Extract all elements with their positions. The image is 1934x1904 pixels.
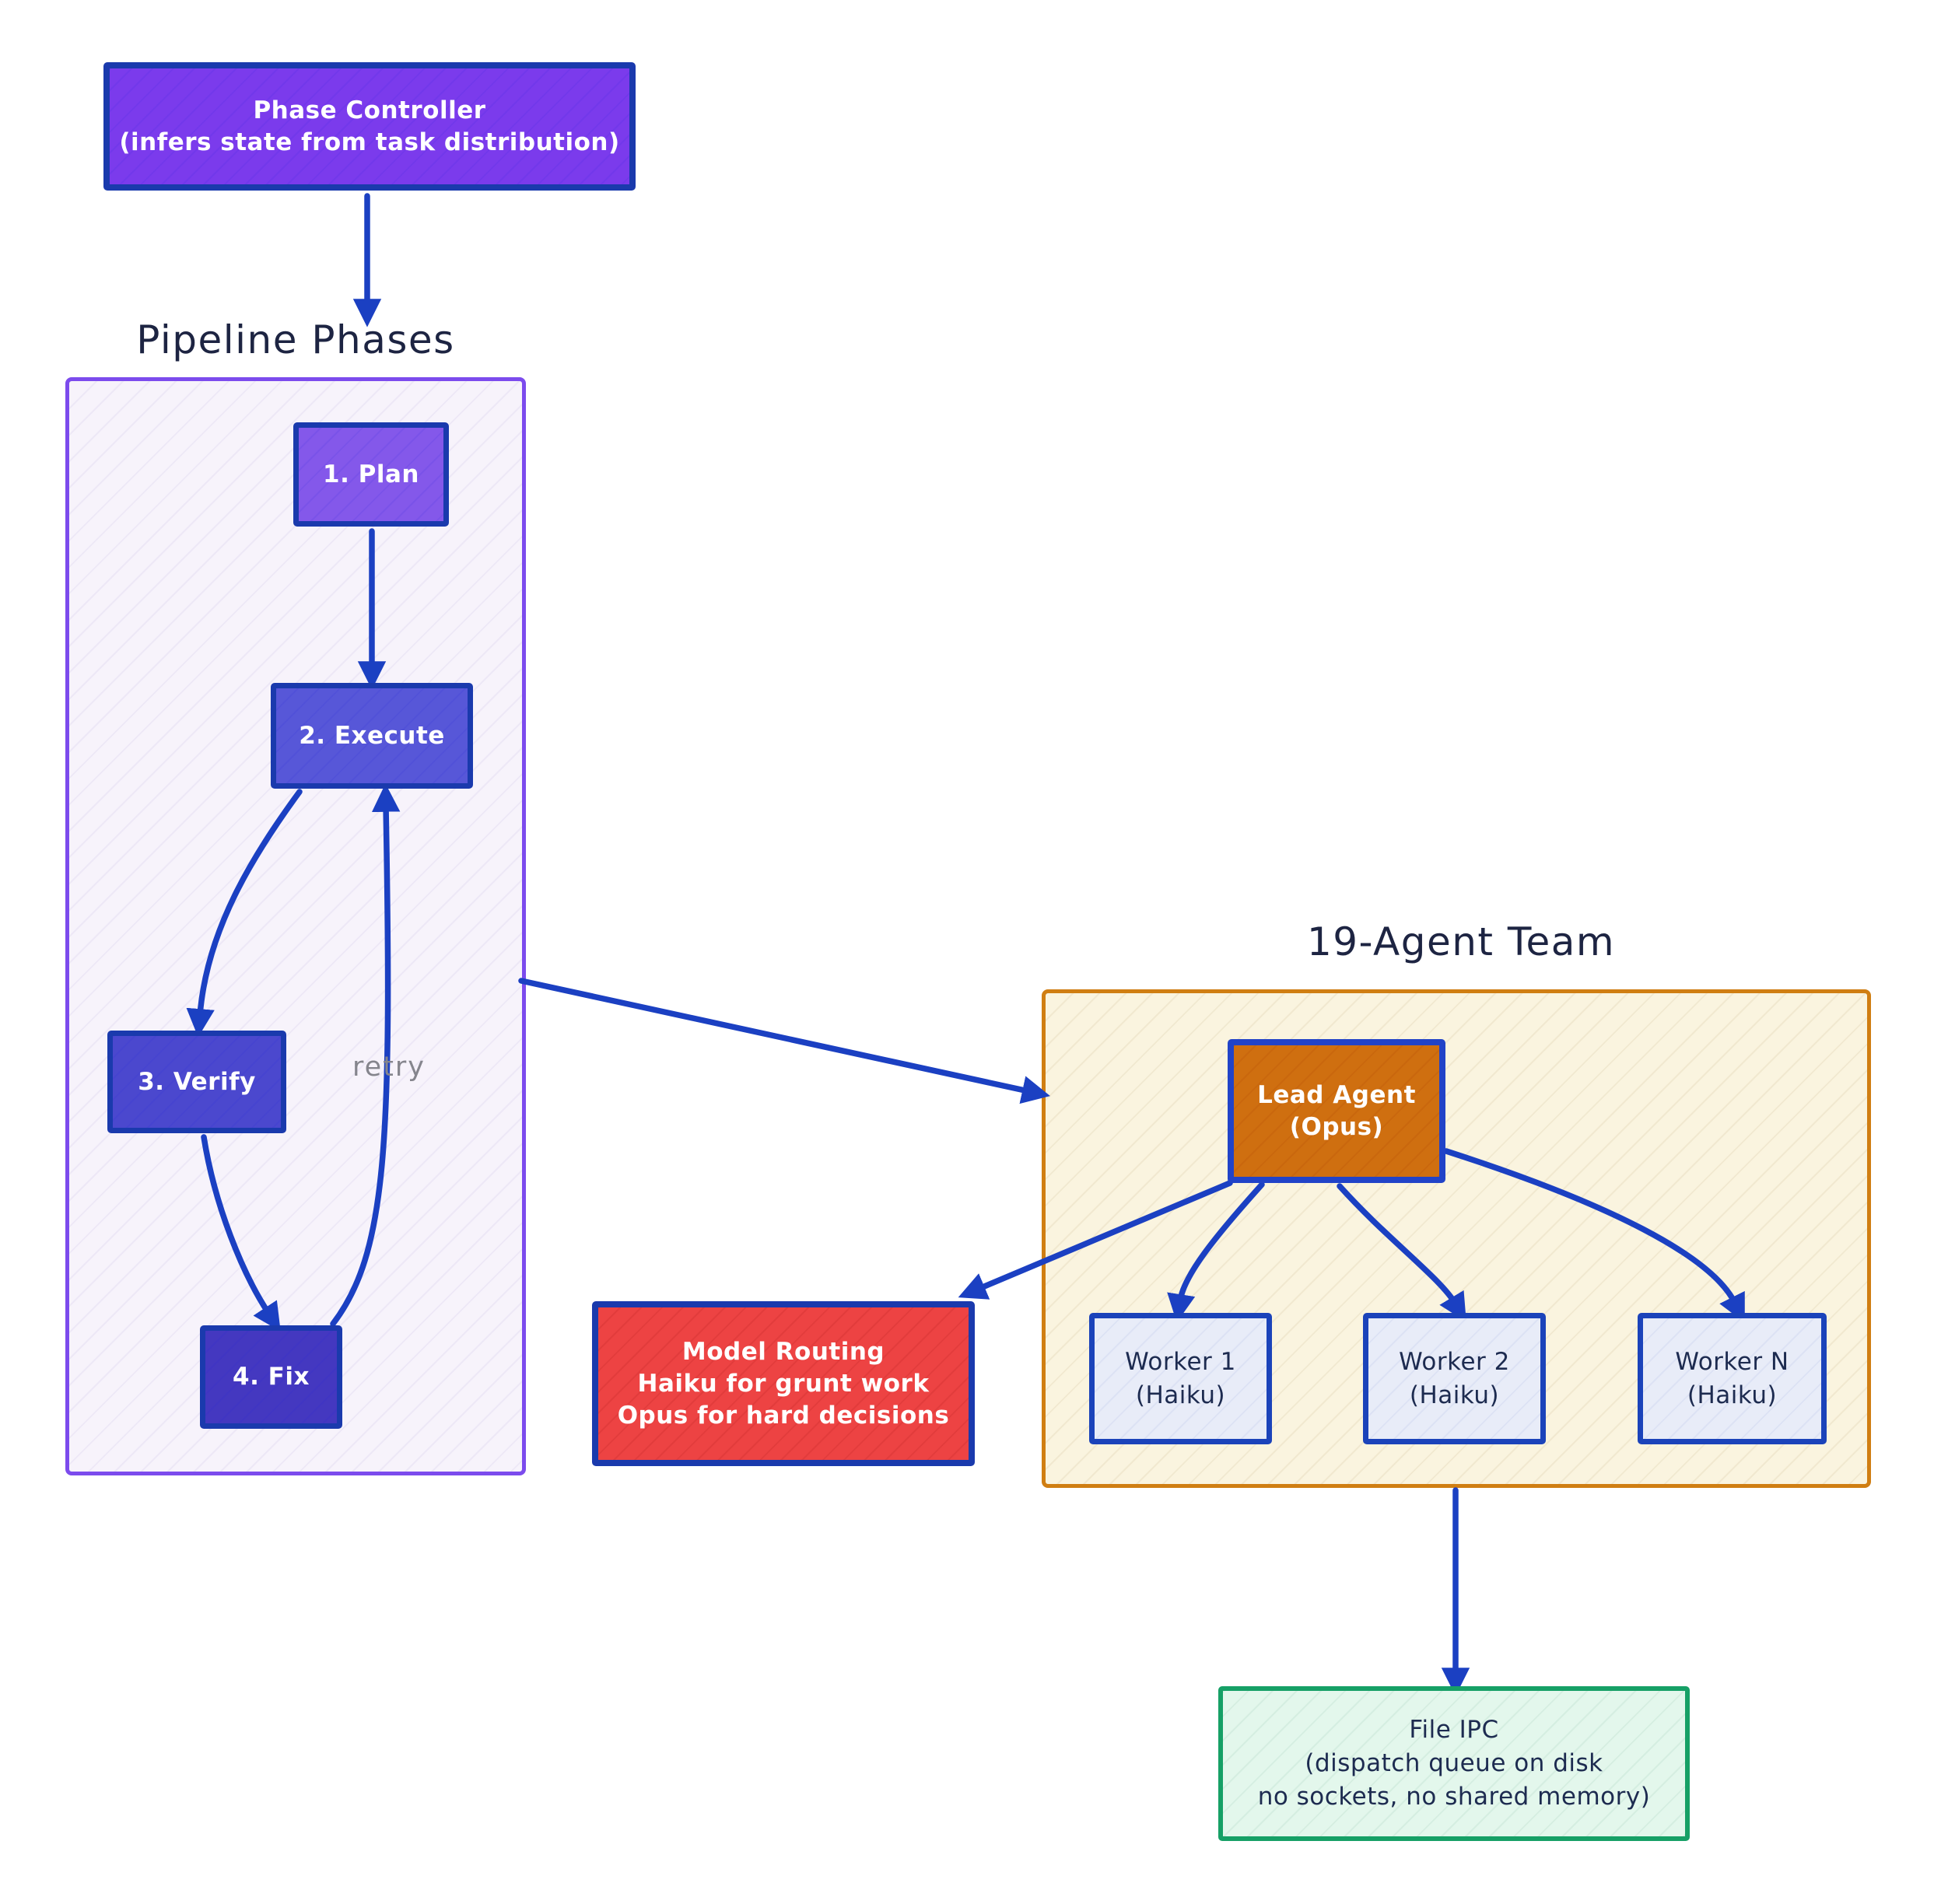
step-fix-node: 4. Fix <box>200 1325 342 1429</box>
worker-n-name: Worker N <box>1675 1347 1789 1376</box>
agent-team-title: 19-Agent Team <box>1306 919 1616 964</box>
worker-n-model: (Haiku) <box>1687 1381 1778 1409</box>
arrow-pipeline-to-team <box>518 978 1050 1104</box>
pipeline-phases-title: Pipeline Phases <box>136 317 455 362</box>
worker-n-node: Worker N (Haiku) <box>1638 1313 1827 1444</box>
worker-1-name: Worker 1 <box>1125 1347 1236 1376</box>
worker-1-node: Worker 1 (Haiku) <box>1089 1313 1272 1444</box>
worker-2-node: Worker 2 (Haiku) <box>1363 1313 1546 1444</box>
worker-2-model: (Haiku) <box>1409 1381 1500 1409</box>
model-routing-line2: Haiku for grunt work <box>637 1369 930 1398</box>
step-fix-label: 4. Fix <box>233 1363 310 1391</box>
file-ipc-line1: File IPC <box>1409 1716 1499 1744</box>
file-ipc-node: File IPC (dispatch queue on disk no sock… <box>1218 1686 1690 1841</box>
file-ipc-line2: (dispatch queue on disk <box>1305 1749 1603 1777</box>
step-plan-node: 1. Plan <box>293 422 449 527</box>
step-plan-label: 1. Plan <box>323 460 419 488</box>
lead-agent-node: Lead Agent (Opus) <box>1228 1039 1445 1183</box>
retry-edge-label: retry <box>352 1052 426 1083</box>
model-routing-node: Model Routing Haiku for grunt work Opus … <box>592 1301 975 1466</box>
file-ipc-line3: no sockets, no shared memory) <box>1257 1783 1651 1811</box>
phase-controller-title: Phase Controller <box>253 96 486 124</box>
phase-controller-subtitle: (infers state from task distribution) <box>119 128 620 156</box>
model-routing-line1: Model Routing <box>681 1337 885 1366</box>
model-routing-line3: Opus for hard decisions <box>617 1401 950 1430</box>
pipeline-phases-container <box>65 377 526 1475</box>
phase-controller-node: Phase Controller (infers state from task… <box>103 62 636 191</box>
lead-agent-model: (Opus) <box>1289 1112 1384 1141</box>
step-execute-node: 2. Execute <box>271 683 473 789</box>
step-verify-node: 3. Verify <box>107 1031 286 1133</box>
step-execute-label: 2. Execute <box>299 721 445 750</box>
worker-2-name: Worker 2 <box>1399 1347 1510 1376</box>
worker-1-model: (Haiku) <box>1135 1381 1226 1409</box>
lead-agent-name: Lead Agent <box>1257 1080 1416 1109</box>
step-verify-label: 3. Verify <box>138 1067 256 1096</box>
